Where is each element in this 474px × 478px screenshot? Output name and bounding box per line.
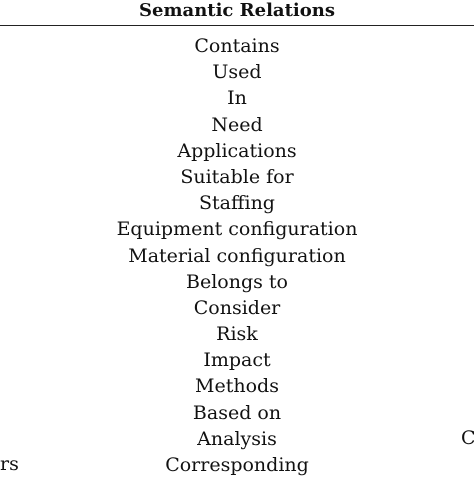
column-title: Semantic Relations — [139, 0, 335, 21]
relation-item: Suitable for — [180, 165, 294, 188]
table-header: Semantic Relations — [0, 0, 474, 24]
relations-list: Contains Used In Need Applications Suita… — [0, 33, 474, 478]
relation-item: Methods — [195, 375, 279, 398]
relation-item: Based on — [192, 401, 282, 424]
relation-item: Consider — [193, 296, 281, 319]
relation-item: Analysis — [197, 427, 277, 450]
header-rule — [0, 25, 474, 26]
relation-item: Staffing — [199, 192, 275, 215]
relation-item: In — [227, 87, 247, 110]
relation-item: Belongs to — [186, 270, 288, 293]
relation-item: Used — [212, 61, 262, 84]
relation-item: Applications — [177, 139, 297, 162]
left-column-fragment: rs — [0, 453, 19, 475]
relation-item: Equipment configuration — [116, 218, 358, 241]
relation-item: Impact — [203, 349, 271, 372]
relation-item: Material configuration — [128, 244, 346, 267]
right-column-fragment: C — [461, 427, 474, 449]
relation-item: Contains — [194, 35, 280, 57]
relation-item: Corresponding — [165, 454, 309, 476]
relation-item: Need — [211, 113, 263, 136]
relation-item: Risk — [216, 323, 258, 346]
